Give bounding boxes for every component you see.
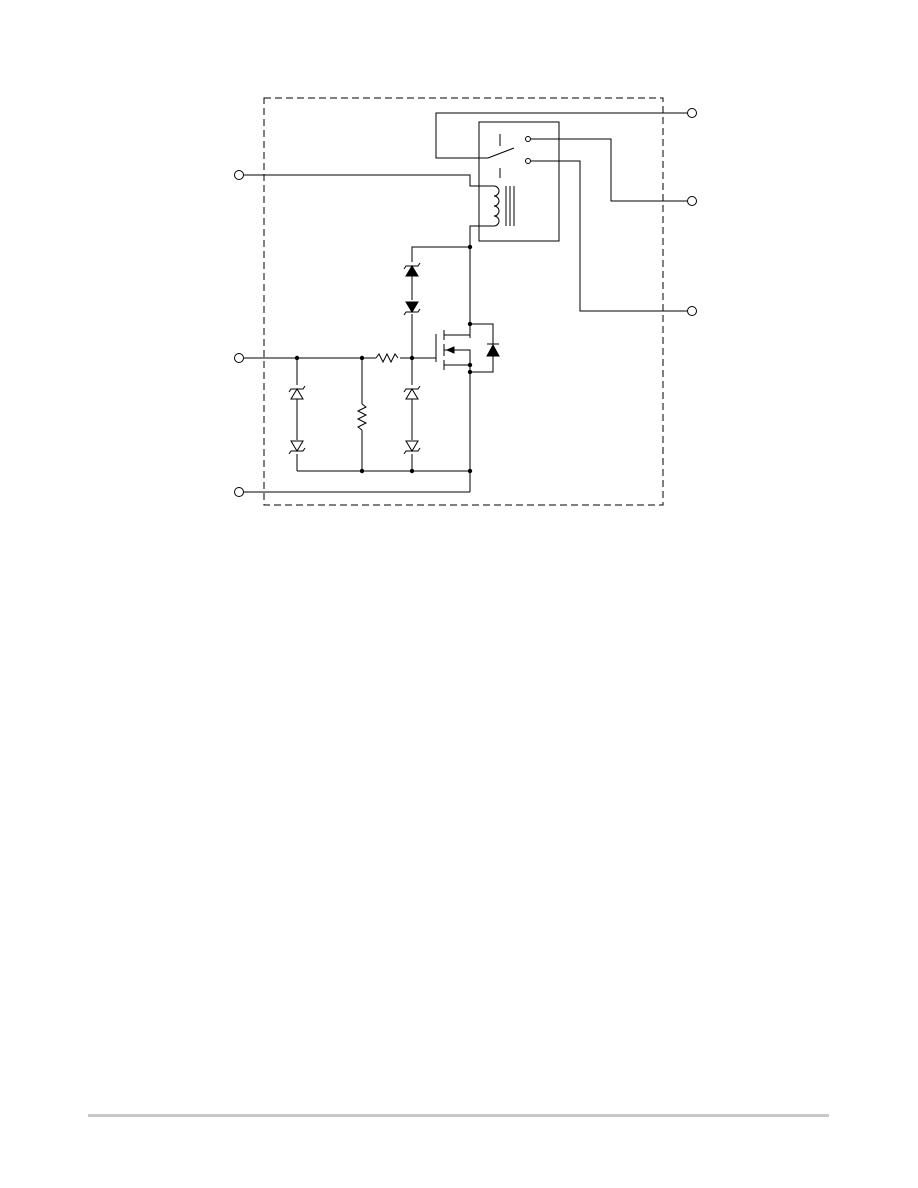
resistor-gate	[375, 352, 399, 364]
junction-source	[467, 369, 473, 375]
wire-drain-top	[411, 246, 470, 262]
mosfet-body-lead	[444, 349, 471, 365]
zener-left-1	[288, 385, 306, 400]
wire-switch-common	[435, 112, 687, 159]
wire-body-diode	[470, 323, 494, 373]
zener-upper-1	[403, 262, 421, 277]
junction-ground-right	[409, 468, 415, 474]
terminal-coil-input	[234, 170, 244, 180]
junction-source-upper	[467, 362, 473, 368]
terminal-switch-common	[687, 108, 697, 118]
wire-coil-input	[244, 174, 494, 187]
junction-ground-pulldown	[359, 468, 365, 474]
mosfet-body-arrow	[445, 346, 455, 354]
zener-right-2	[403, 440, 421, 455]
zener-left-2	[288, 440, 306, 455]
junction-ground-source	[467, 468, 473, 474]
relay-box	[478, 121, 560, 242]
terminal-gate-input	[234, 353, 244, 363]
terminal-switch-no	[687, 306, 697, 316]
body-diode	[486, 343, 500, 357]
junction-drain	[467, 321, 473, 327]
junction-gate-node	[409, 355, 415, 361]
relay-coil	[493, 185, 500, 227]
junction-drain-top	[467, 244, 473, 250]
relay-contact-no	[525, 158, 531, 164]
relay-switch-blade	[487, 147, 515, 159]
terminal-switch-nc	[687, 196, 697, 206]
resistor-pulldown	[356, 403, 368, 431]
junction-gate-pulldown	[359, 355, 365, 361]
junction-gate-left	[294, 355, 300, 361]
wire-switch-no	[531, 160, 687, 312]
terminal-ground-input	[234, 487, 244, 497]
junctions	[294, 244, 473, 474]
wire-switch-nc	[531, 138, 687, 202]
module-boundary	[263, 97, 664, 506]
mosfet-drain-lead	[444, 334, 471, 338]
footer-rule	[88, 1114, 829, 1117]
zener-upper-2	[403, 301, 421, 316]
relay-contact-nc	[525, 136, 531, 142]
zener-right-1	[403, 385, 421, 400]
wire-coil-output	[469, 225, 494, 247]
